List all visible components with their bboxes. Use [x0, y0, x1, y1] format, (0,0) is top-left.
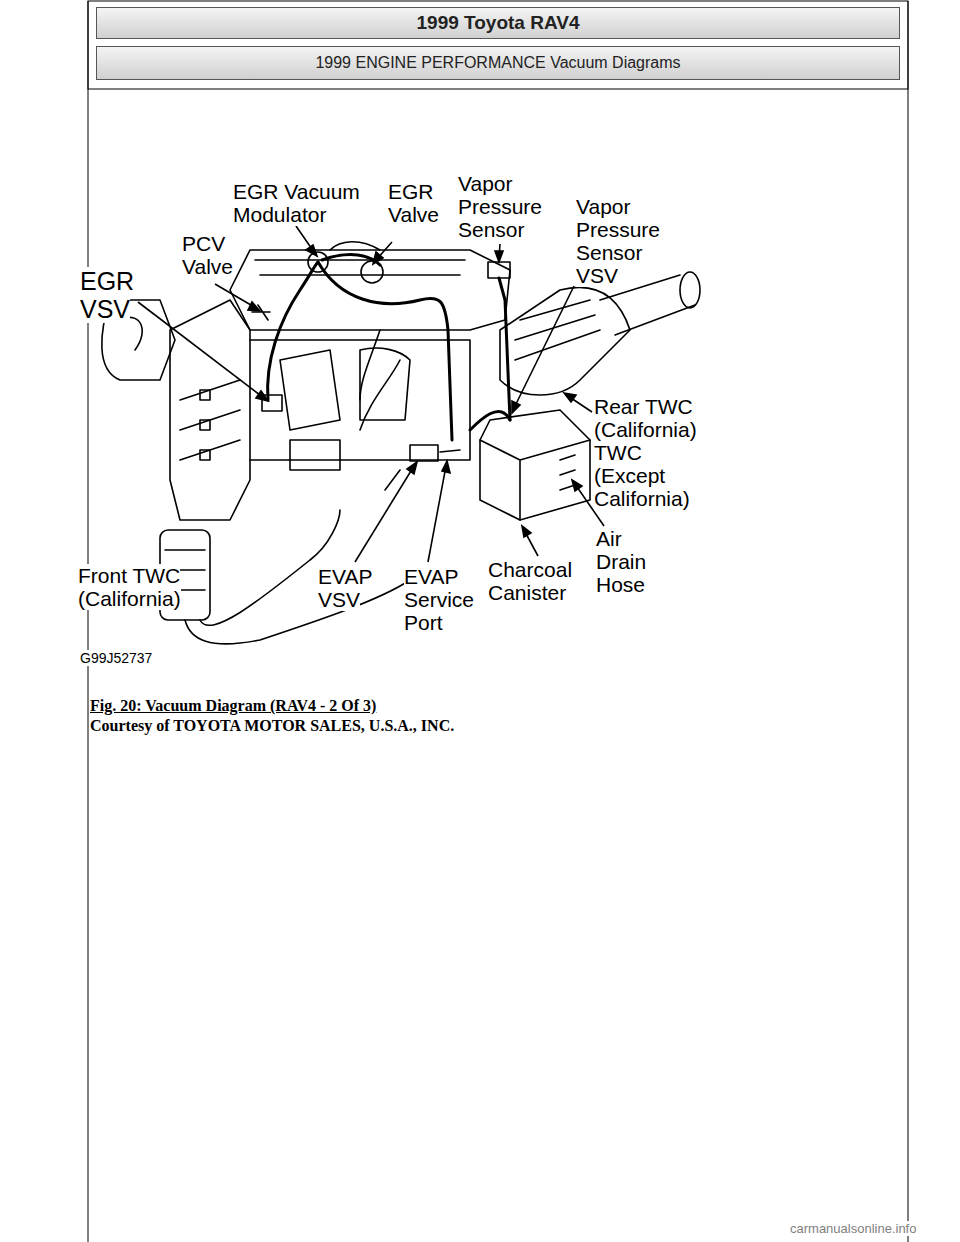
- header-text: 1999 ENGINE PERFORMANCE Vacuum Diagrams: [315, 54, 680, 72]
- watermark-holder: carmanualsonline.info: [790, 1222, 950, 1236]
- part-label-holder: Air Drain Hose: [596, 527, 668, 596]
- part-label-holder: EGR VSV: [80, 268, 142, 323]
- part-label-holder: EVAP VSV: [318, 565, 388, 611]
- part-label: EGR VSV: [80, 267, 134, 323]
- part-label: EVAP VSV: [318, 565, 372, 611]
- header-frame: [88, 1, 908, 89]
- part-label: PCV Valve: [182, 232, 233, 278]
- header-title-bar: 1999 Toyota RAV4: [96, 7, 900, 39]
- part-label-holder: Vapor Pressure Sensor: [458, 172, 558, 241]
- part-label: Air Drain Hose: [596, 527, 646, 596]
- figure-caption: Fig. 20: Vacuum Diagram (RAV4 - 2 Of 3): [90, 697, 376, 714]
- figure-caption-holder: Fig. 20: Vacuum Diagram (RAV4 - 2 Of 3): [90, 697, 590, 715]
- part-label: EGR Vacuum Modulator: [233, 180, 360, 226]
- figure-code: G99J52737: [80, 650, 152, 666]
- part-label: EGR Valve: [388, 180, 439, 226]
- part-label-holder: Charcoal Canister: [488, 558, 593, 604]
- figure-code-holder: G99J52737: [80, 651, 200, 666]
- part-label: Vapor Pressure Sensor: [458, 172, 542, 241]
- part-label-holder: EGR Vacuum Modulator: [233, 180, 373, 226]
- part-label: EVAP Service Port: [404, 565, 474, 634]
- part-label-holder: EVAP Service Port: [404, 565, 486, 634]
- part-label: Vapor Pressure Sensor VSV: [576, 195, 660, 287]
- engine-drawing: [102, 242, 700, 644]
- part-label-holder: EGR Valve: [388, 180, 458, 226]
- header-subtitle-bar: 1999 ENGINE PERFORMANCE Vacuum Diagrams: [96, 46, 900, 80]
- part-label-holder: Rear TWC (California) TWC (Except Califo…: [594, 395, 712, 510]
- part-label-holder: Vapor Pressure Sensor VSV: [576, 195, 676, 287]
- courtesy-note-holder: Courtesy of TOYOTA MOTOR SALES, U.S.A., …: [90, 717, 590, 735]
- leader-lines: [134, 226, 604, 578]
- part-label: Charcoal Canister: [488, 558, 572, 604]
- part-label: Front TWC (California): [78, 564, 181, 610]
- part-label: Rear TWC (California) TWC (Except Califo…: [594, 395, 697, 510]
- watermark: carmanualsonline.info: [790, 1221, 916, 1236]
- header-text: 1999 Toyota RAV4: [417, 12, 580, 34]
- part-label-holder: PCV Valve: [182, 232, 244, 278]
- part-label-holder: Front TWC (California): [78, 564, 203, 610]
- courtesy-note: Courtesy of TOYOTA MOTOR SALES, U.S.A., …: [90, 717, 454, 734]
